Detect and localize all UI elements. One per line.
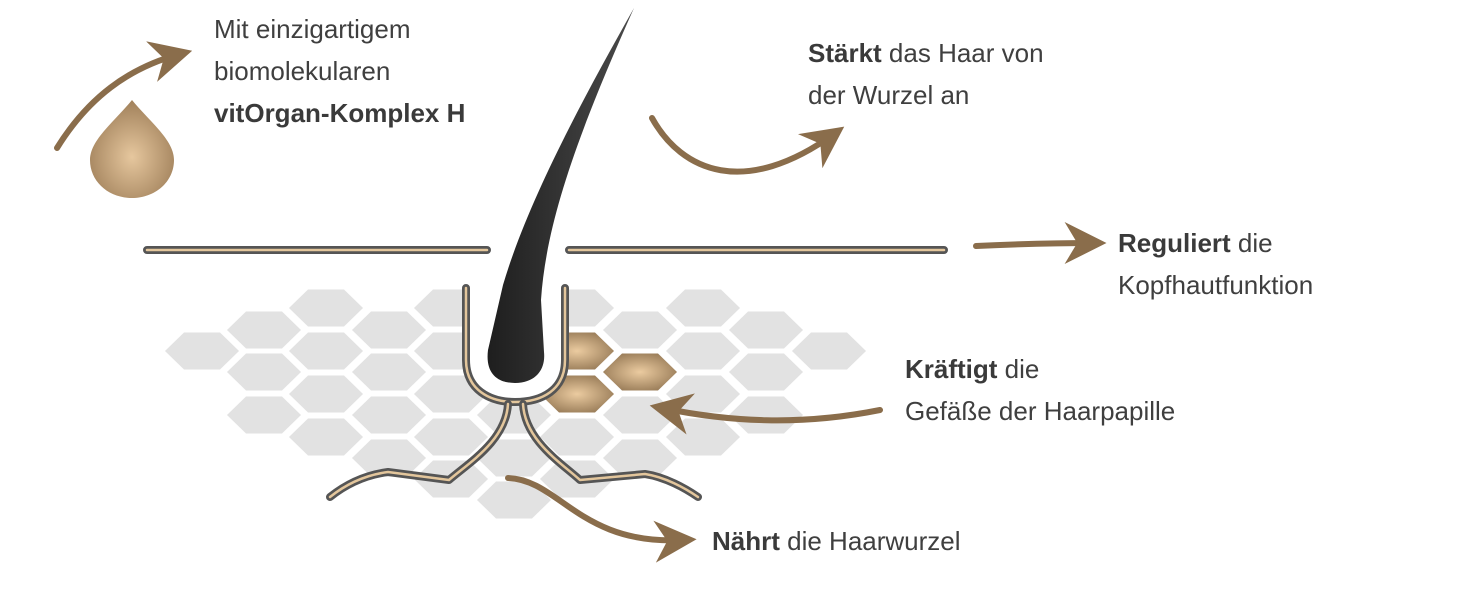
serum-drop-icon xyxy=(90,100,174,198)
label-fortifies: Kräftigt die Gefäße der Haarpapille xyxy=(905,348,1175,432)
tissue-hex xyxy=(603,396,677,434)
tissue-hex xyxy=(414,418,488,456)
tissue-hex xyxy=(603,311,677,349)
tissue-hex xyxy=(165,332,239,370)
tissue-hex xyxy=(289,375,363,413)
tissue-hex xyxy=(352,311,426,349)
tissue-hex xyxy=(352,396,426,434)
complex-line1: Mit einzigartigem xyxy=(214,14,411,44)
tissue-hex xyxy=(666,289,740,327)
tissue-hex xyxy=(666,375,740,413)
tissue-hex xyxy=(352,439,426,477)
tissue-hex xyxy=(227,396,301,434)
nourishes-rest: die Haarwurzel xyxy=(779,526,961,556)
tissue-hex xyxy=(729,396,803,434)
regulates-line2: Kopfhautfunktion xyxy=(1118,270,1314,300)
tissue-hex-grid xyxy=(165,289,866,519)
strengthens-bold: Stärkt xyxy=(808,38,882,68)
tissue-hex xyxy=(666,418,740,456)
hair-strand xyxy=(487,8,634,383)
tissue-hex xyxy=(227,353,301,391)
label-strengthens: Stärkt das Haar von der Wurzel an xyxy=(808,32,1044,116)
label-regulates: Reguliert die Kopfhautfunktion xyxy=(1118,222,1313,306)
fortifies-line2: Gefäße der Haarpapille xyxy=(905,396,1176,426)
fortifies-bold: Kräftigt xyxy=(905,354,998,384)
tissue-hex xyxy=(729,353,803,391)
tissue-hex xyxy=(289,332,363,370)
arrow-regulates-icon xyxy=(973,222,1107,265)
arrow-fortifies-icon xyxy=(649,393,883,435)
tissue-hex xyxy=(227,311,301,349)
regulates-bold: Reguliert xyxy=(1118,228,1231,258)
label-complex: Mit einzigartigem biomolekularen vitOrga… xyxy=(214,8,465,134)
nourishes-bold: Nährt xyxy=(712,526,780,556)
tissue-hex xyxy=(289,418,363,456)
complex-line2: biomolekularen xyxy=(214,56,391,86)
arrow-nourishes-icon xyxy=(505,475,697,563)
fortifies-rest: die xyxy=(997,354,1040,384)
arrow-strengthens-icon xyxy=(649,115,845,175)
arrow-complex-icon xyxy=(54,41,193,151)
tissue-hex xyxy=(477,396,551,434)
tissue-hex xyxy=(477,481,551,519)
tissue-hex xyxy=(477,439,551,477)
complex-name: vitOrgan-Komplex H xyxy=(214,98,466,128)
strengthens-rest: das Haar von xyxy=(881,38,1044,68)
tissue-hex xyxy=(289,289,363,327)
tissue-hex xyxy=(352,353,426,391)
tissue-hex xyxy=(729,311,803,349)
tissue-hex xyxy=(540,418,614,456)
tissue-hex xyxy=(666,332,740,370)
papilla-vessel-hex xyxy=(603,353,677,391)
tissue-hex xyxy=(603,439,677,477)
label-nourishes: Nährt die Haarwurzel xyxy=(712,520,961,562)
regulates-rest: die xyxy=(1230,228,1273,258)
strengthens-line2: der Wurzel an xyxy=(808,80,970,110)
tissue-hex xyxy=(792,332,866,370)
